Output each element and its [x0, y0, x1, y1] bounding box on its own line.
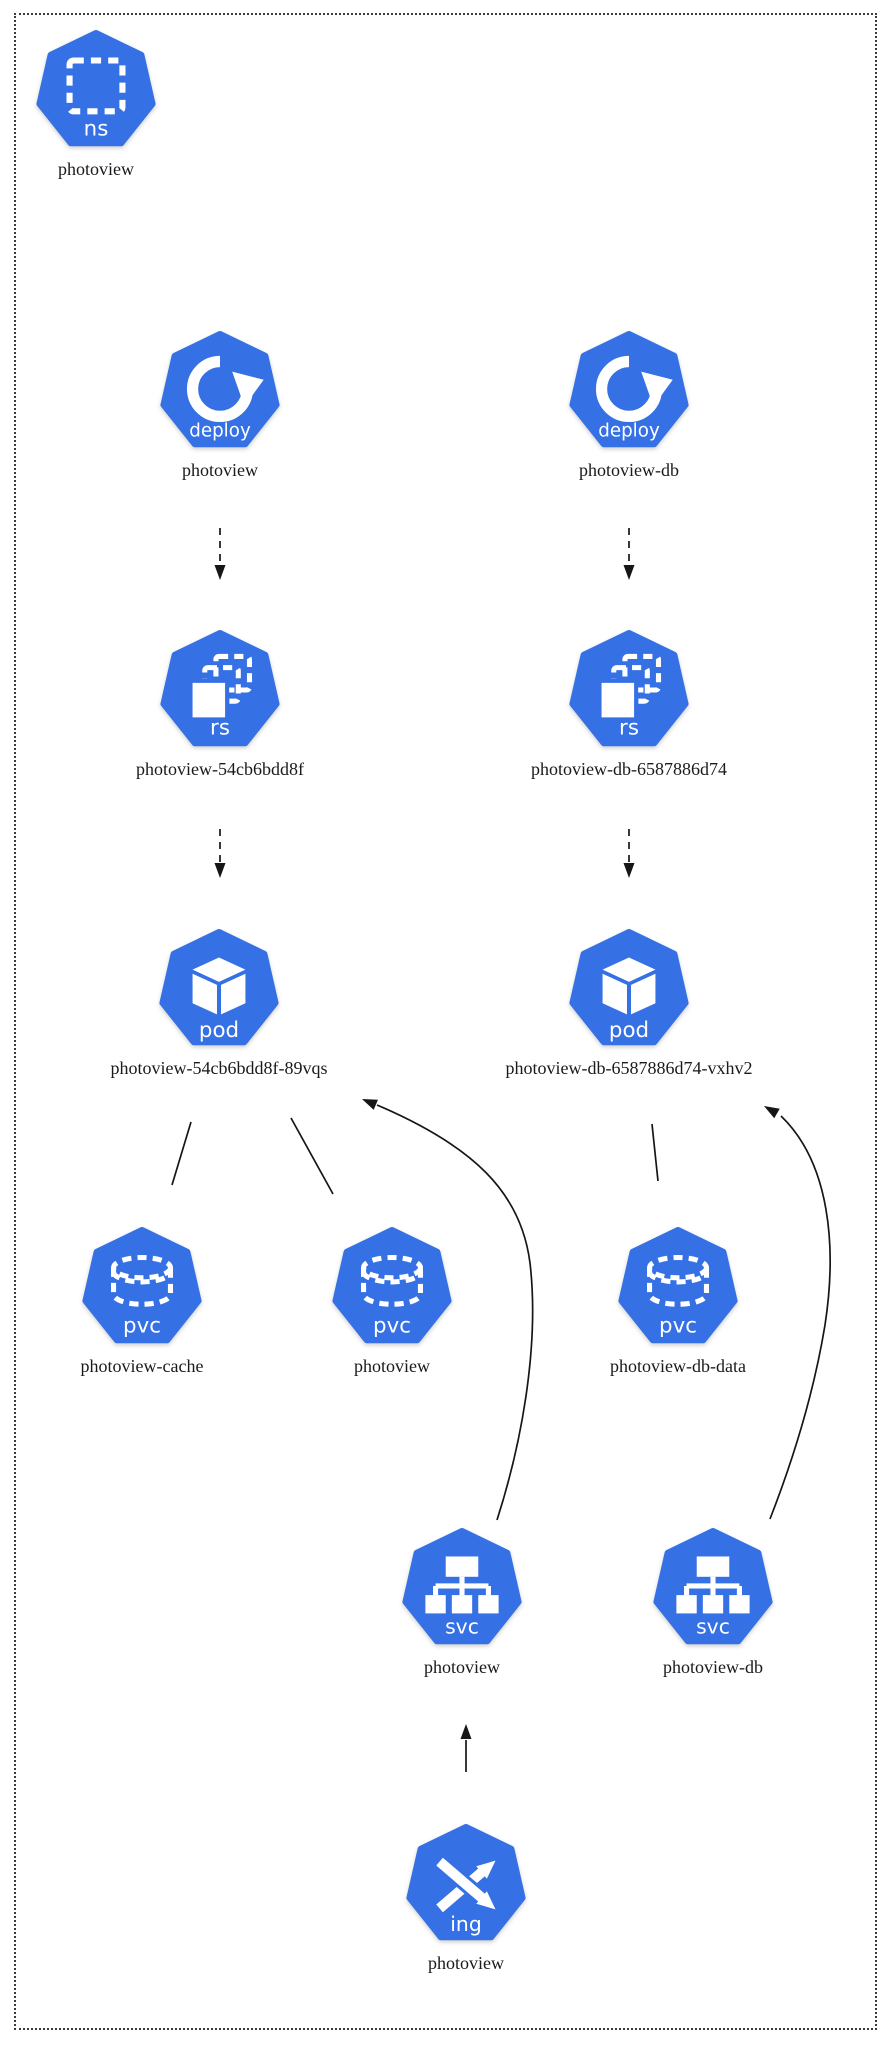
service-icon: svc [402, 1528, 522, 1645]
edge-pod-photoview-54cb6bdd8f-89vqs--pvc-photoview-cache [171, 1121, 192, 1186]
node-label: photoview-db [663, 1657, 763, 1677]
persistent-volume-claim-icon: pvc [332, 1227, 452, 1344]
svg-text:rs: rs [619, 716, 639, 741]
node-label: photoview [424, 1657, 500, 1677]
svg-text:pvc: pvc [123, 1314, 161, 1339]
arrowhead-pod-photoview-db-6587886d74-vxhv2 [764, 1106, 780, 1119]
replicaset-icon: rs [569, 630, 689, 747]
node-label: photoview [182, 460, 258, 480]
service-icon: svc [653, 1528, 773, 1645]
node-label: photoview-db-data [610, 1356, 746, 1376]
svg-text:deploy: deploy [189, 421, 251, 442]
node-label: photoview-db-6587886d74-vxhv2 [505, 1058, 753, 1078]
node-label: photoview [354, 1356, 430, 1376]
svg-text:svc: svc [696, 1615, 730, 1639]
persistent-volume-claim-icon: pvc [82, 1227, 202, 1344]
node-label: photoview-db-6587886d74 [531, 759, 727, 779]
node-label: photoview-54cb6bdd8f-89vqs [110, 1058, 328, 1078]
svg-text:pvc: pvc [373, 1314, 411, 1339]
svg-text:pod: pod [609, 1018, 649, 1043]
edge-pod-photoview-db-6587886d74-vxhv2--pvc-photoview-db-data [651, 1123, 659, 1182]
arrowhead-rs-photoview-54cb6bdd8f [214, 565, 226, 580]
diagram-border [14, 13, 877, 2030]
arrowhead-svc-photoview [460, 1724, 472, 1739]
svg-text:pvc: pvc [659, 1314, 697, 1339]
node-label: photoview-cache [80, 1356, 204, 1376]
edge-svc-photoview-db--pod-photoview-db-6587886d74-vxhv2 [769, 1115, 831, 1520]
node-label: photoview-54cb6bdd8f [136, 759, 304, 779]
node-label: photoview [428, 1953, 504, 1973]
svg-text:deploy: deploy [598, 421, 660, 442]
svg-text:rs: rs [210, 716, 230, 741]
replicaset-icon: rs [160, 630, 280, 747]
pod-icon: pod [159, 929, 279, 1046]
svg-text:ing: ing [450, 1912, 481, 1936]
arrowhead-pod-photoview-54cb6bdd8f-89vqs [362, 1099, 378, 1110]
node-label: photoview [58, 159, 134, 179]
node-label: photoview-db [579, 460, 679, 480]
edge-svc-photoview--pod-photoview-54cb6bdd8f-89vqs [376, 1104, 534, 1521]
svg-text:pod: pod [199, 1018, 239, 1043]
ingress-icon: ing [406, 1824, 526, 1941]
arrowhead-pod-photoview-54cb6bdd8f-89vqs [214, 863, 226, 878]
namespace-icon: ns [36, 30, 156, 147]
deployment-icon: deploy [160, 331, 280, 448]
arrowhead-pod-photoview-db-6587886d74-vxhv2 [623, 863, 635, 878]
svg-text:ns: ns [84, 117, 109, 142]
svg-text:svc: svc [445, 1615, 479, 1639]
edge-pod-photoview-54cb6bdd8f-89vqs--pvc-photoview [290, 1117, 334, 1195]
persistent-volume-claim-icon: pvc [618, 1227, 738, 1344]
deployment-icon: deploy [569, 331, 689, 448]
pod-icon: pod [569, 929, 689, 1046]
arrowhead-rs-photoview-db-6587886d74 [623, 565, 635, 580]
